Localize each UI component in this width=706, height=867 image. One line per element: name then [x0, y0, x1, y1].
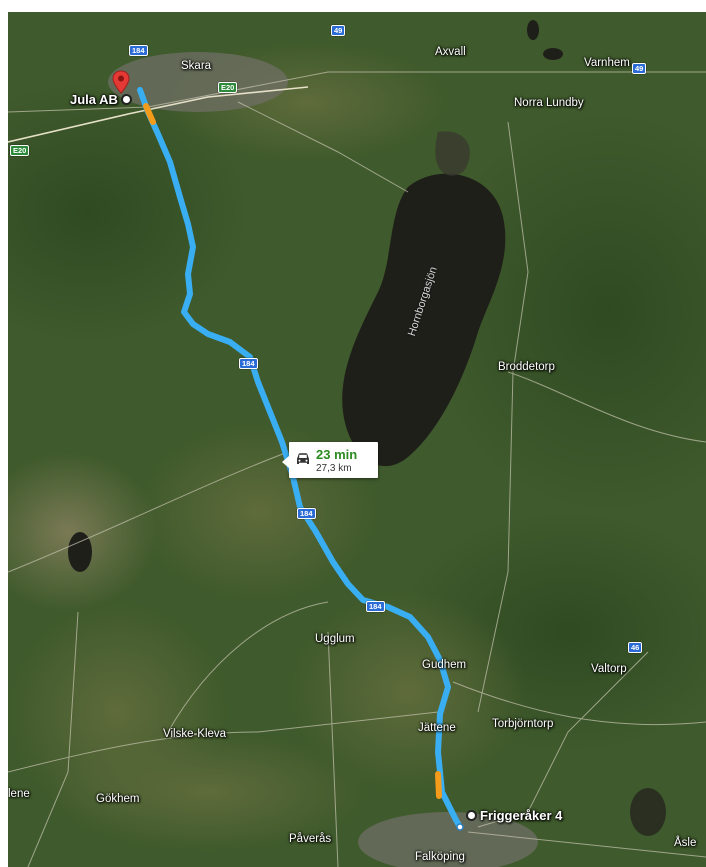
- car-icon: [297, 453, 309, 464]
- place-label-asle: Åsle: [674, 837, 697, 849]
- origin-marker-icon: [120, 94, 132, 105]
- road-shield-49: 49: [331, 25, 346, 36]
- place-label-paveras: Påverås: [289, 833, 332, 845]
- place-label-gudhem: Gudhem: [422, 659, 467, 671]
- satellite-imagery: [8, 12, 706, 867]
- place-label-norra-lundby: Norra Lundby: [514, 97, 584, 109]
- road-shield-46: 46: [628, 642, 643, 653]
- road-shield-e20: E20: [218, 82, 238, 93]
- place-label-axvall: Axvall: [435, 46, 466, 58]
- route-distance: 27,3 km: [316, 463, 352, 474]
- place-label-skara: Skara: [181, 60, 212, 72]
- place-label-falkoping: Falköping: [415, 851, 465, 863]
- route-info-box[interactable]: 23 min 27,3 km: [282, 442, 378, 478]
- place-label-gokhem: Gökhem: [96, 793, 140, 805]
- destination-marker-icon: [466, 810, 477, 821]
- place-label-lene: lene: [8, 788, 30, 800]
- place-label-vilske-kleva: Vilske-Kleva: [163, 728, 227, 740]
- traffic-segment: [435, 771, 442, 799]
- route-line[interactable]: [137, 87, 463, 830]
- place-label-ugglum: Ugglum: [315, 633, 355, 645]
- place-label-valtorp: Valtorp: [591, 663, 627, 675]
- place-label-broddetorp: Broddetorp: [498, 361, 555, 373]
- destination-label[interactable]: Friggeråker 4: [466, 808, 562, 823]
- destination-name: Friggeråker 4: [480, 808, 563, 823]
- map-pin-icon[interactable]: [112, 70, 130, 99]
- road-shield-184-south: 184: [366, 601, 385, 612]
- route-end-dot: [456, 823, 464, 831]
- traffic-segment: [143, 103, 156, 125]
- place-label-jattene: Jättene: [418, 722, 456, 734]
- road-shield-e20-west: E20: [10, 145, 30, 156]
- place-label-varnhem: Varnhem: [584, 57, 630, 69]
- place-label-torbjorntorp: Torbjörntorp: [492, 718, 554, 730]
- origin-label[interactable]: Jula AB: [70, 92, 132, 107]
- road-shield-49-varnhem: 49: [632, 63, 647, 74]
- map-canvas[interactable]: Hornborgasjön Skara Axvall Varnhem Norra…: [8, 12, 706, 867]
- route-duration: 23 min: [316, 447, 358, 462]
- road-shield-184: 184: [129, 45, 148, 56]
- road-shield-184-lower: 184: [297, 508, 316, 519]
- road-shield-184-mid: 184: [239, 358, 258, 369]
- origin-name: Jula AB: [70, 92, 118, 107]
